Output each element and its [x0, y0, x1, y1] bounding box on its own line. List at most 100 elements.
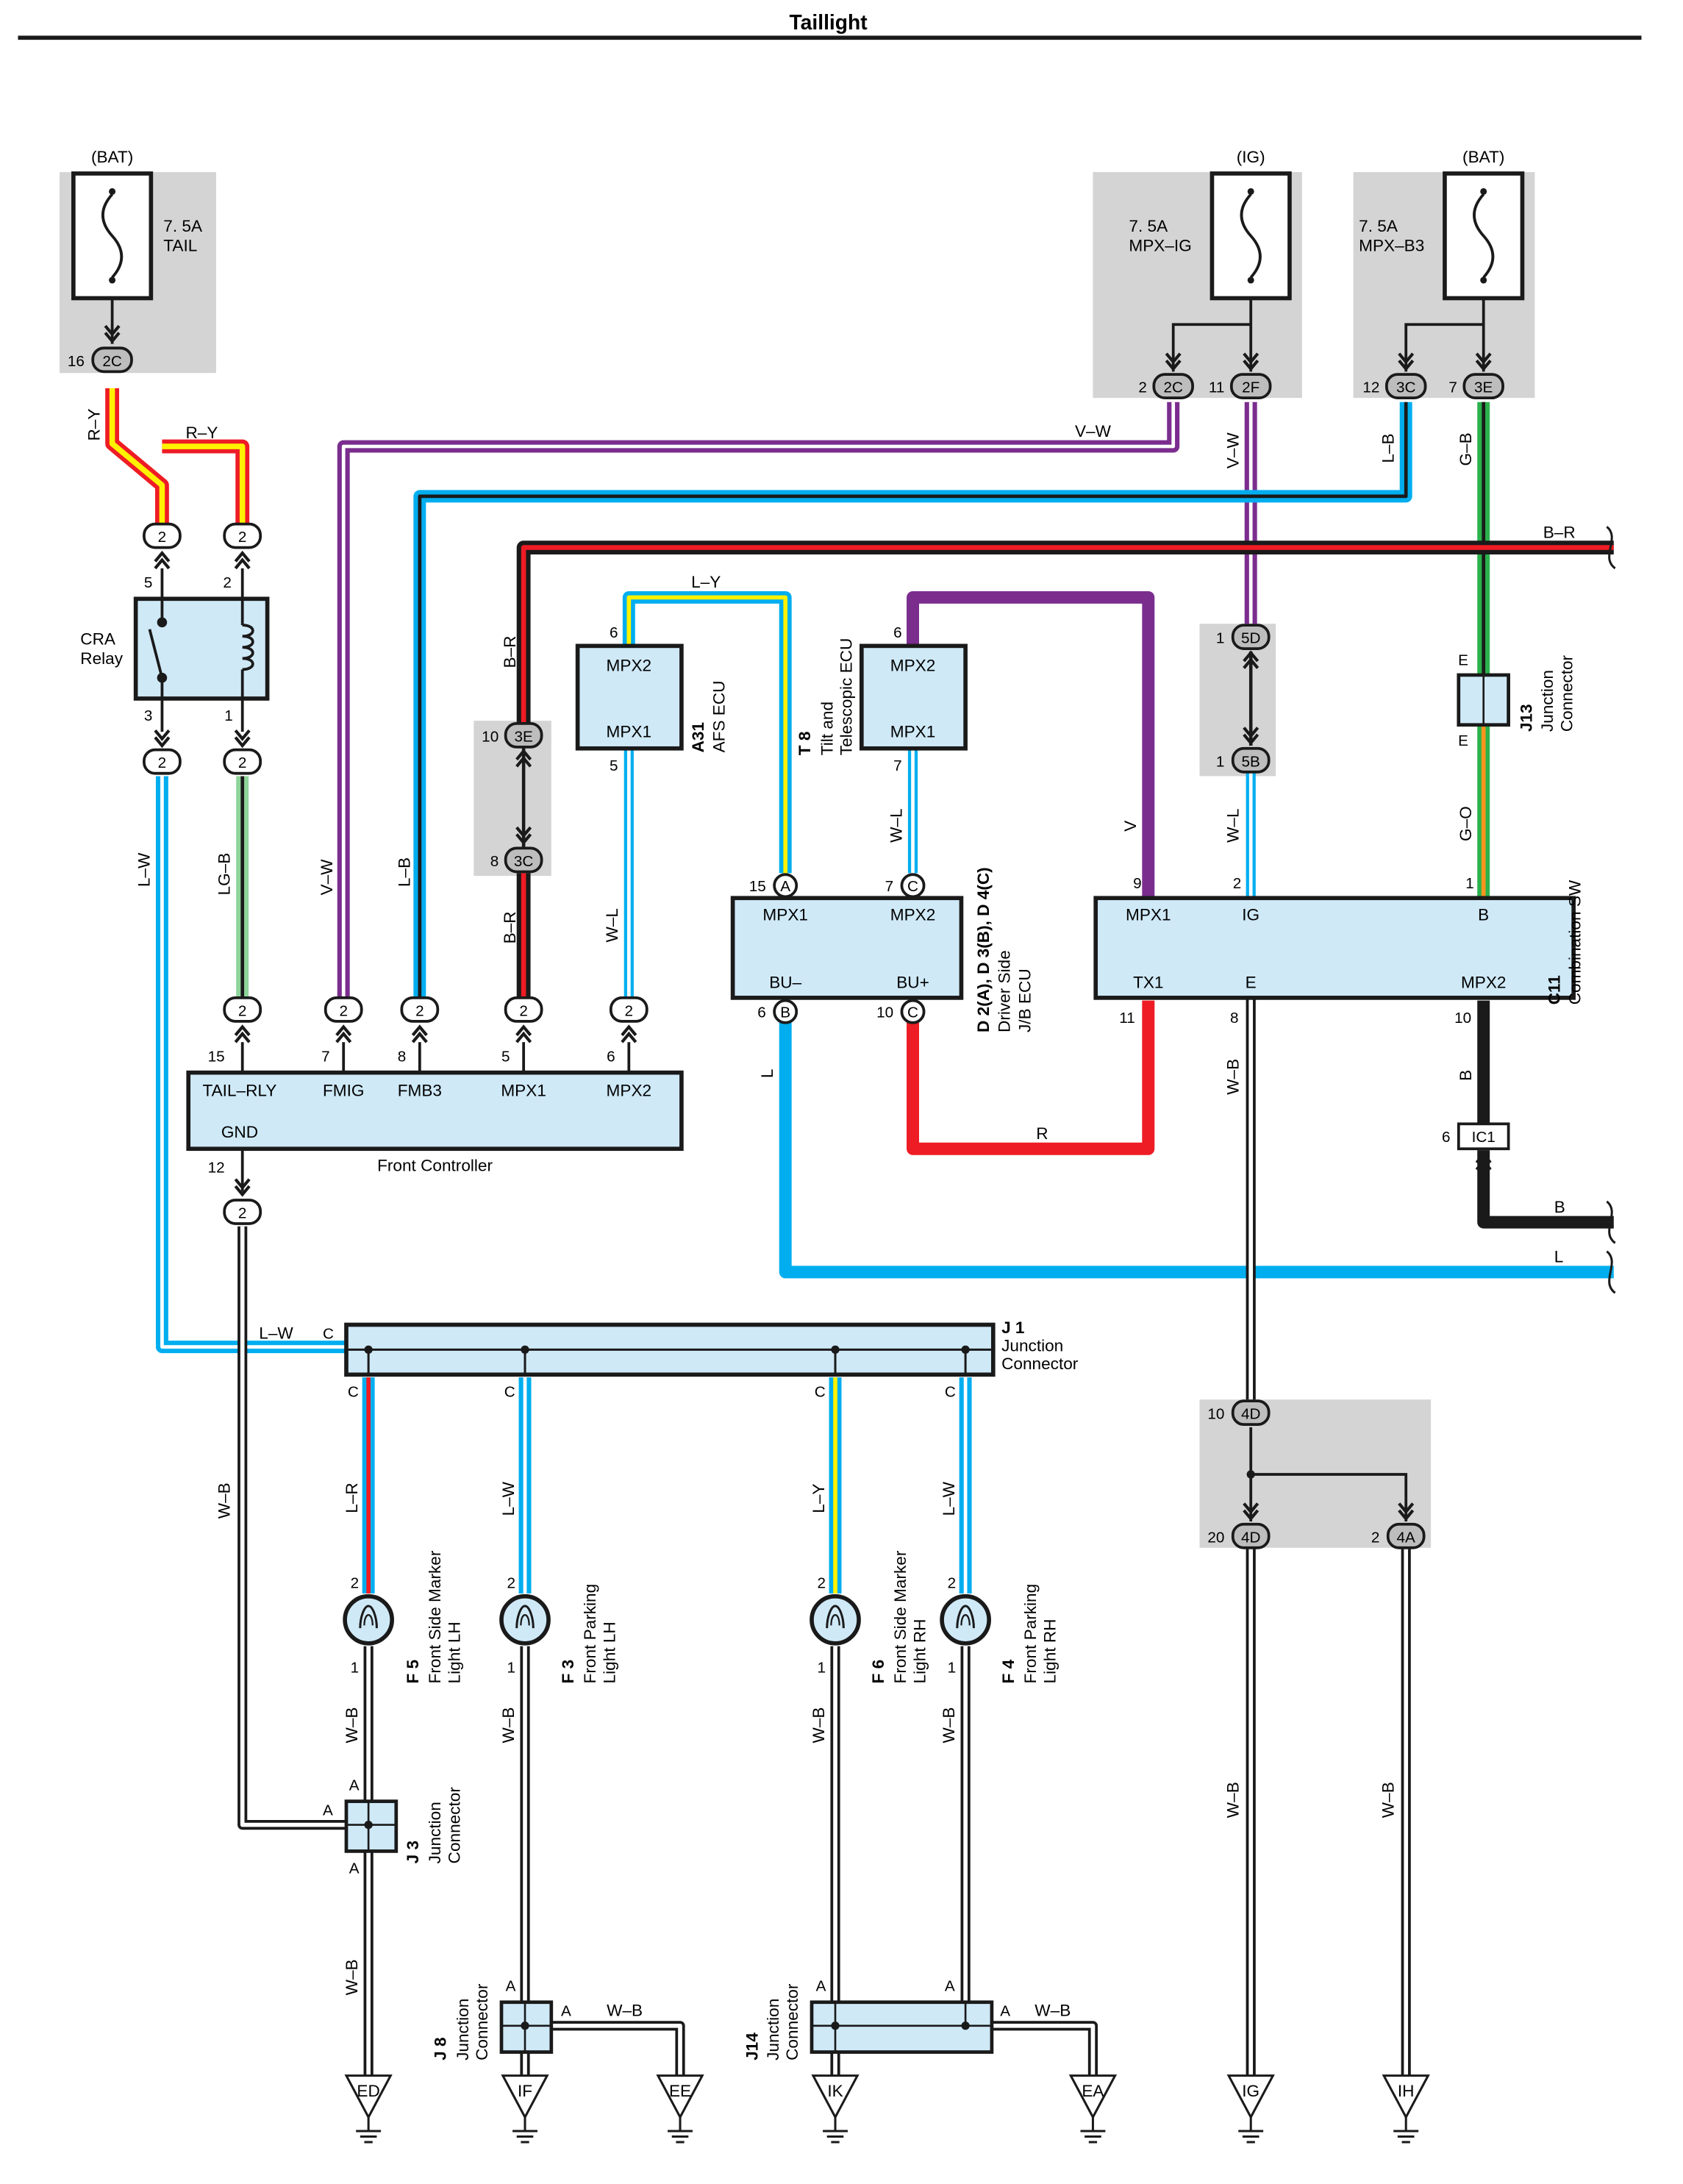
- pin-16: 16: [68, 353, 85, 370]
- pin-7: 7: [1448, 379, 1457, 396]
- connector-relay-3-label: 2: [158, 754, 167, 771]
- j1-pin-c-1: C: [348, 1383, 359, 1400]
- wire-label-b-right: B: [1554, 1198, 1565, 1216]
- f4-name-2: Light RH: [1041, 1619, 1060, 1684]
- j3-pin-top: A: [349, 1777, 360, 1794]
- j13-code: J13: [1518, 704, 1536, 732]
- j1-pin-c-2: C: [504, 1383, 515, 1400]
- fc-tail-rly: TAIL–RLY: [202, 1082, 276, 1100]
- wire-label-r: R: [1036, 1124, 1048, 1143]
- j3-name-2: Connector: [445, 1787, 463, 1864]
- pin-10: 10: [1454, 1010, 1471, 1027]
- f5-name-1: Front Side Marker: [426, 1550, 444, 1683]
- j13-pin-top: E: [1458, 652, 1468, 669]
- arrow-up-icon: [517, 1027, 531, 1042]
- wire-label-w-b-f6: W–B: [810, 1707, 828, 1743]
- j13-name-1: Junction: [1538, 670, 1557, 732]
- connector-2f-label: 2F: [1242, 379, 1259, 396]
- internal-links: [110, 298, 1485, 1825]
- arrow-up-icon: [622, 1027, 636, 1042]
- wire-label-b-r-right: B–R: [1543, 523, 1576, 541]
- combo-ig: IG: [1242, 905, 1259, 924]
- fc-fmig: FMIG: [323, 1082, 364, 1100]
- fuse-mpx-b3-icon: [1445, 174, 1523, 299]
- arrow-up-icon: [412, 1027, 426, 1042]
- connector-3e: [504, 721, 543, 749]
- pin-12: 12: [1362, 379, 1379, 396]
- connector-4d-in: [1231, 1399, 1271, 1427]
- wire-r-y: [105, 388, 250, 527]
- j1-name-2: Connector: [1001, 1355, 1079, 1373]
- tilt-ecu-code: T 8: [796, 732, 814, 756]
- j3-name-1: Junction: [426, 1802, 444, 1863]
- j3-pin-left: A: [323, 1802, 333, 1819]
- afs-ecu-name: AFS ECU: [710, 681, 728, 753]
- j13-name-2: Connector: [1557, 654, 1576, 732]
- f3-code: F 3: [559, 1660, 577, 1684]
- fuse-mpx-b3-source: (BAT): [1462, 148, 1504, 166]
- arrow-down-icon: [155, 730, 169, 746]
- pin-5: 5: [610, 757, 618, 774]
- wire-label-l-w-f3: L–W: [499, 1481, 518, 1516]
- pin-3: 3: [144, 707, 153, 724]
- j14-name-1: Junction: [764, 1999, 782, 2060]
- connector-4d-in-label: 4D: [1241, 1406, 1261, 1423]
- wire-l-w-relay: [155, 776, 346, 1354]
- wire-label-g-b: G–B: [1457, 432, 1475, 465]
- pin-9: 9: [1133, 875, 1142, 892]
- wire-label-w-b-4a: W–B: [1379, 1782, 1397, 1818]
- jb-mpx1: MPX1: [762, 905, 808, 924]
- combo-sw-code: C11: [1545, 975, 1563, 1004]
- fc-conn-15: 2: [238, 1002, 247, 1019]
- j8-name-1: Junction: [454, 1999, 472, 2060]
- jb-mpx2: MPX2: [890, 905, 936, 924]
- wire-label-w-b-4d: W–B: [1223, 1782, 1242, 1818]
- pin-5: 5: [501, 1049, 510, 1066]
- connector-relay-1: [223, 748, 262, 775]
- f3-name-1: Front Parking: [581, 1584, 599, 1684]
- pin-1: 1: [948, 1659, 957, 1676]
- connector-2c-ig-label: 2C: [1163, 379, 1183, 396]
- connector-3e-label: 3E: [514, 728, 532, 745]
- combo-tx1: TX1: [1133, 974, 1163, 992]
- wire-label-w-b-ig: W–B: [1223, 1059, 1242, 1095]
- connector-3c-b3-label: 3C: [1396, 379, 1416, 396]
- j8-pin-top: A: [506, 1978, 516, 1995]
- pin-15: 15: [208, 1049, 225, 1066]
- combo-mpx1: MPX1: [1126, 905, 1171, 924]
- jb-bu-plus: BU+: [896, 974, 929, 992]
- tilt-mpx1: MPX1: [890, 723, 936, 741]
- connector-relay-2: [223, 522, 262, 549]
- fc-conn-12: [223, 1199, 262, 1225]
- pin-8: 8: [398, 1049, 407, 1066]
- wire-label-l-w-j1: L–W: [259, 1324, 293, 1342]
- tilt-ecu-name-2: Telescopic ECU: [837, 638, 856, 755]
- connector-3e-b3: [1462, 373, 1504, 400]
- fc-fmb3: FMB3: [398, 1082, 442, 1100]
- pin-11: 11: [1209, 379, 1225, 396]
- ground-ea: EA: [1082, 2082, 1104, 2100]
- wire-label-l-right: L: [1554, 1248, 1564, 1266]
- j14-code: J14: [743, 2033, 762, 2060]
- pin-6: 6: [610, 624, 618, 641]
- page-title: Taillight: [790, 10, 868, 34]
- j14-pin-top-1: A: [816, 1978, 826, 1995]
- f5-name-2: Light LH: [445, 1621, 463, 1683]
- connector-relay-5-label: 2: [158, 529, 167, 546]
- tilt-telescopic-ecu: [859, 643, 968, 751]
- pin-7: 7: [885, 878, 894, 895]
- pin-15: 15: [749, 878, 766, 895]
- wire-l-b: [413, 402, 1412, 998]
- pin-1: 1: [1465, 875, 1474, 892]
- f3-name-2: Light LH: [600, 1621, 618, 1683]
- wire-label-l-b-top: L–B: [1379, 433, 1397, 463]
- pin-2: 2: [948, 1574, 957, 1591]
- connector-4d-out-label: 4D: [1241, 1529, 1261, 1546]
- pin-20: 20: [1207, 1529, 1224, 1546]
- ground-ig: IG: [1242, 2082, 1259, 2100]
- pin-6: 6: [1442, 1129, 1451, 1146]
- wire-label-r-y-2: R–Y: [185, 424, 218, 442]
- connector-2f: [1229, 373, 1272, 400]
- wire-label-v-w-right: V–W: [1223, 432, 1242, 469]
- wire-label-lg-b: LG–B: [215, 853, 234, 896]
